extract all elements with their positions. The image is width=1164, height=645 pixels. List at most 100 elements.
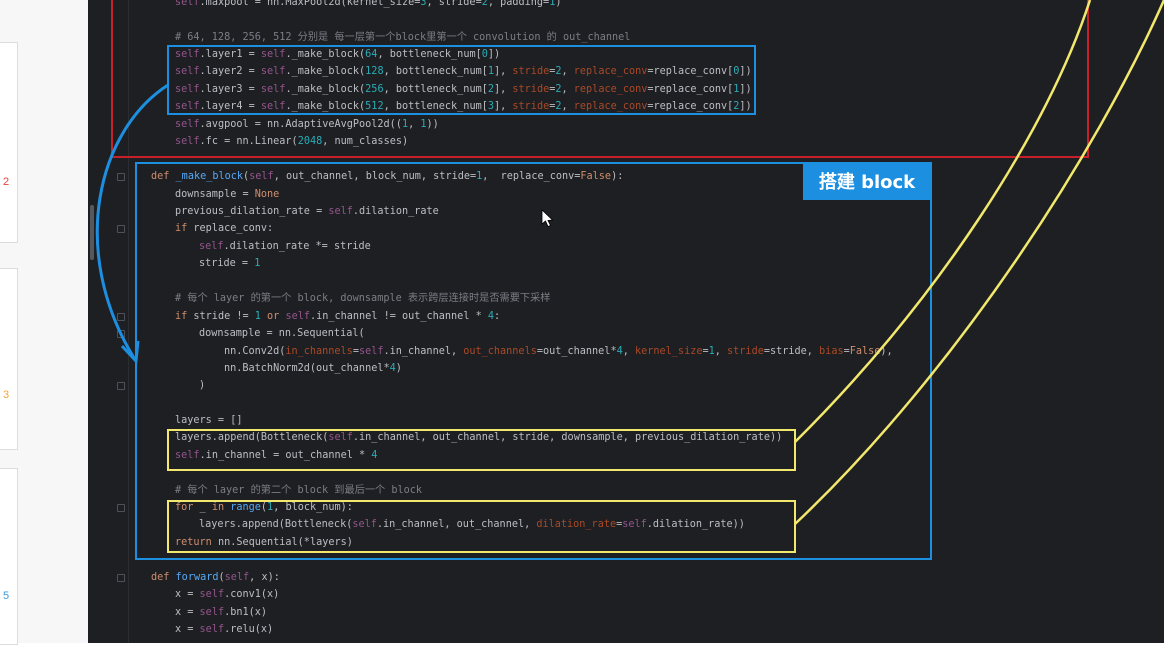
code-token: .in_channel = out_channel * <box>199 450 372 461</box>
make-block-annotation-label: 搭建 block <box>803 162 931 200</box>
code-line[interactable]: ) <box>199 379 205 393</box>
code-token: self <box>199 589 225 600</box>
code-line[interactable]: nn.BatchNorm2d(out_channel*4) <box>224 362 402 376</box>
code-token: 1 <box>487 66 494 77</box>
code-line[interactable]: previous_dilation_rate = self.dilation_r… <box>175 205 439 219</box>
code-token: , bottleneck_num[ <box>383 101 488 112</box>
scrollbar-thumb[interactable] <box>90 205 94 260</box>
code-token: =stride, <box>763 346 820 357</box>
code-token: , replace_conv= <box>482 171 581 182</box>
code-line[interactable]: self.maxpool = nn.MaxPool2d(kernel_size=… <box>175 0 561 10</box>
code-line[interactable]: self.avgpool = nn.AdaptiveAvgPool2d((1, … <box>175 118 439 132</box>
slide-number: 5 <box>3 590 10 602</box>
code-token: ) <box>395 363 402 374</box>
code-token: ( <box>218 572 225 583</box>
code-token: layers.append(Bottleneck( <box>175 432 329 443</box>
code-token: .in_channel, out_channel, <box>376 519 537 530</box>
code-line[interactable]: x = self.conv1(x) <box>175 588 279 602</box>
remaining-blocks-highlight-box <box>167 500 796 553</box>
code-line[interactable]: self.layer4 = self._make_block(512, bott… <box>175 100 752 114</box>
code-token: previous_dilation_rate = <box>175 206 329 217</box>
code-line[interactable]: if replace_conv: <box>175 222 273 236</box>
code-line[interactable]: def forward(self, x): <box>151 571 280 585</box>
code-token: kernel_size <box>635 346 703 357</box>
code-token: False <box>580 171 612 182</box>
code-token: ._make_block( <box>285 101 366 112</box>
slide-thumbnail[interactable] <box>0 268 18 450</box>
code-line[interactable]: downsample = nn.Sequential( <box>199 327 365 341</box>
slide-thumbnail[interactable] <box>0 42 18 243</box>
fold-marker-icon[interactable] <box>117 574 125 582</box>
code-line[interactable]: self.dilation_rate *= stride <box>199 240 371 254</box>
fold-marker-icon[interactable] <box>117 313 125 321</box>
slide-thumbnail[interactable] <box>0 468 18 645</box>
code-token: =replace_conv[ <box>647 101 734 112</box>
code-token: False <box>849 346 881 357</box>
code-token: 3 <box>420 0 427 8</box>
code-line[interactable]: stride = 1 <box>199 257 260 271</box>
code-line[interactable]: layers.append(Bottleneck(self.in_channel… <box>175 431 782 445</box>
code-line[interactable]: # 64, 128, 256, 512 分别是 每一层第一个block里第一个 … <box>175 31 630 45</box>
code-line[interactable]: downsample = None <box>175 188 279 202</box>
code-token: layers = [] <box>175 415 243 426</box>
code-token: or <box>260 311 286 322</box>
code-token: self <box>175 101 200 112</box>
code-line[interactable]: layers = [] <box>175 414 242 428</box>
code-token: layers.append(Bottleneck( <box>199 519 353 530</box>
code-token: 2 <box>481 0 488 8</box>
code-token: forward <box>175 572 219 583</box>
code-token: nn.BatchNorm2d(out_channel* <box>224 363 390 374</box>
slide-number: 2 <box>3 176 10 188</box>
code-token: self <box>175 119 200 130</box>
code-line[interactable]: def _make_block(self, out_channel, block… <box>151 170 623 184</box>
code-line[interactable]: self.layer2 = self._make_block(128, bott… <box>175 65 752 79</box>
code-token: self <box>199 241 224 252</box>
fold-marker-icon[interactable] <box>117 504 125 512</box>
code-token: stride = <box>199 258 255 269</box>
code-line[interactable]: for _ in range(1, block_num): <box>175 501 353 515</box>
code-line[interactable]: self.fc = nn.Linear(2048, num_classes) <box>175 135 408 149</box>
code-token: self <box>175 0 200 8</box>
code-token: 1 <box>708 346 715 357</box>
code-token: x = <box>175 624 200 635</box>
code-token: .fc = nn.Linear( <box>199 136 298 147</box>
code-token: self <box>285 311 310 322</box>
code-line[interactable]: # 每个 layer 的第一个 block, downsample 表示跨层连接… <box>175 292 550 306</box>
code-line[interactable]: self.layer1 = self._make_block(64, bottl… <box>175 48 500 62</box>
code-line[interactable]: self.layer3 = self._make_block(256, bott… <box>175 83 752 97</box>
code-token: replace_conv <box>573 84 648 95</box>
editor-gutter <box>88 0 129 643</box>
blue-arrowhead <box>120 340 140 365</box>
code-token: 1 <box>254 258 261 269</box>
code-line[interactable]: layers.append(Bottleneck(self.in_channel… <box>199 518 745 532</box>
code-token: nn.Conv2d( <box>224 346 286 357</box>
code-token: self <box>260 66 286 77</box>
fold-marker-icon[interactable] <box>117 173 125 181</box>
code-line[interactable]: self.in_channel = out_channel * 4 <box>175 449 377 463</box>
fold-marker-icon[interactable] <box>117 225 125 233</box>
code-line[interactable]: # 每个 layer 的第二个 block 到最后一个 block <box>175 484 422 498</box>
fold-marker-icon[interactable] <box>117 382 125 390</box>
code-editor[interactable]: self.maxpool = nn.MaxPool2d(kernel_size=… <box>88 0 1164 643</box>
code-token: ) <box>199 380 206 391</box>
code-token: .in_channel, out_channel, stride, downsa… <box>352 432 783 443</box>
code-token: for <box>175 502 200 513</box>
code-token: None <box>254 189 280 200</box>
code-line[interactable]: x = self.relu(x) <box>175 623 273 637</box>
code-token: 1 <box>401 119 409 130</box>
code-line[interactable]: x = self.bn1(x) <box>175 606 267 620</box>
code-token: 3 <box>487 101 494 112</box>
code-token: dilation_rate <box>536 519 617 530</box>
code-line[interactable]: nn.Conv2d(in_channels=self.in_channel, o… <box>224 345 893 359</box>
init-red-box <box>111 0 1089 158</box>
code-token: .dilation_rate)) <box>646 519 745 530</box>
code-token: 2 <box>733 101 740 112</box>
code-line[interactable]: if stride != 1 or self.in_channel != out… <box>175 310 500 324</box>
code-token: 1 <box>254 311 261 322</box>
code-line[interactable]: return nn.Sequential(*layers) <box>175 536 353 550</box>
code-token: 1 <box>267 502 274 513</box>
code-token: =out_channel* <box>536 346 617 357</box>
code-token: .relu(x) <box>224 624 274 635</box>
code-token: self <box>260 101 286 112</box>
